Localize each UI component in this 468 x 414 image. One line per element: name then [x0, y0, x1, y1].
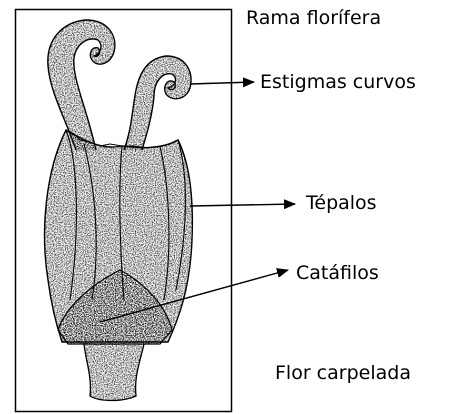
arrow-tepals: [190, 204, 295, 206]
arrow-stigmas: [190, 82, 254, 84]
label-stigmas: Estigmas curvos: [260, 73, 416, 92]
label-tepals: Tépalos: [306, 194, 377, 213]
left-stigma: [48, 20, 115, 150]
figure-caption: Flor carpelada: [275, 364, 411, 383]
right-stigma: [124, 56, 191, 150]
label-cataphylls: Catáfilos: [296, 264, 379, 283]
pedicel: [84, 344, 144, 401]
figure-title: Rama florífera: [246, 9, 381, 28]
